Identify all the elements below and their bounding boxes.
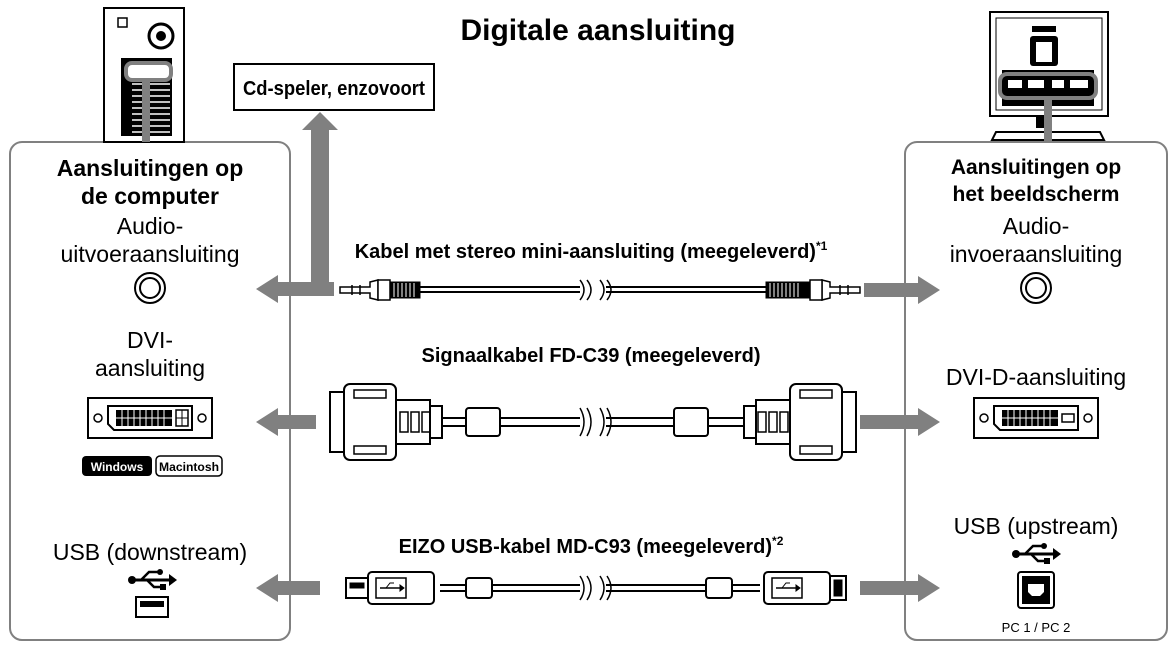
usb-symbol-icon bbox=[128, 569, 177, 590]
audio-cable-label: Kabel met stereo mini-aansluiting (meege… bbox=[355, 239, 828, 263]
audio-in-label-2: invoeraansluiting bbox=[950, 241, 1123, 267]
diagram-title: Digitale aansluiting bbox=[460, 14, 735, 47]
cd-player-box bbox=[233, 63, 435, 111]
monitor-panel bbox=[904, 141, 1168, 641]
macintosh-badge bbox=[155, 455, 223, 477]
dvi-signal-cable-illustration bbox=[329, 383, 857, 461]
macintosh-badge-label: Macintosh bbox=[159, 460, 219, 474]
pc-selector-label: PC 1 / PC 2 bbox=[1002, 620, 1071, 635]
audio-in-jack-icon bbox=[1020, 272, 1052, 304]
usb-downstream-label: USB (downstream) bbox=[53, 539, 247, 565]
audio-out-label-2: uitvoeraansluiting bbox=[60, 241, 239, 267]
dvi-label-1: DVI- bbox=[127, 327, 173, 353]
computer-panel-heading-1: Aansluitingen op bbox=[57, 155, 244, 181]
signal-cable-label: Signaalkabel FD-C39 (meegeleverd) bbox=[421, 345, 760, 367]
monitor-panel-heading-2: het beeldscherm bbox=[953, 183, 1120, 206]
usb-symbol-icon bbox=[1012, 543, 1061, 564]
windows-badge bbox=[82, 456, 152, 476]
arrow bbox=[256, 112, 940, 602]
monitor-panel-heading-1: Aansluitingen op bbox=[951, 156, 1121, 179]
dvi-d-label: DVI-D-aansluiting bbox=[946, 364, 1126, 390]
dvi-d-port-icon bbox=[973, 397, 1099, 439]
audio-out-jack-icon bbox=[134, 272, 166, 304]
computer-tower-icon bbox=[103, 7, 185, 143]
audio-cable-name: Kabel met stereo mini-aansluiting (meege… bbox=[355, 241, 816, 263]
dvi-label-2: aansluiting bbox=[95, 355, 205, 381]
usb-cable-name: EIZO USB-kabel MD-C93 (meegeleverd) bbox=[399, 536, 772, 558]
usb-cable-label: EIZO USB-kabel MD-C93 (meegeleverd)*2 bbox=[399, 534, 784, 558]
audio-in-label-1: Audio- bbox=[1003, 213, 1069, 239]
computer-panel-heading-2: de computer bbox=[81, 183, 219, 209]
usb-b-port-icon bbox=[1017, 571, 1055, 609]
usb-a-port-icon bbox=[135, 596, 169, 618]
monitor-rear-icon bbox=[989, 11, 1109, 142]
audio-cable-footnote: *1 bbox=[816, 239, 828, 253]
audio-out-label-1: Audio- bbox=[117, 213, 183, 239]
usb-cable-footnote: *2 bbox=[772, 534, 784, 548]
usb-upstream-label: USB (upstream) bbox=[954, 513, 1119, 539]
windows-badge-label: Windows bbox=[91, 460, 144, 474]
stereo-mini-cable-illustration bbox=[339, 279, 861, 301]
dvi-i-port-icon bbox=[87, 397, 213, 439]
cd-player-label: Cd-speler, enzovoort bbox=[243, 78, 425, 100]
usb-cable-illustration bbox=[345, 571, 847, 605]
